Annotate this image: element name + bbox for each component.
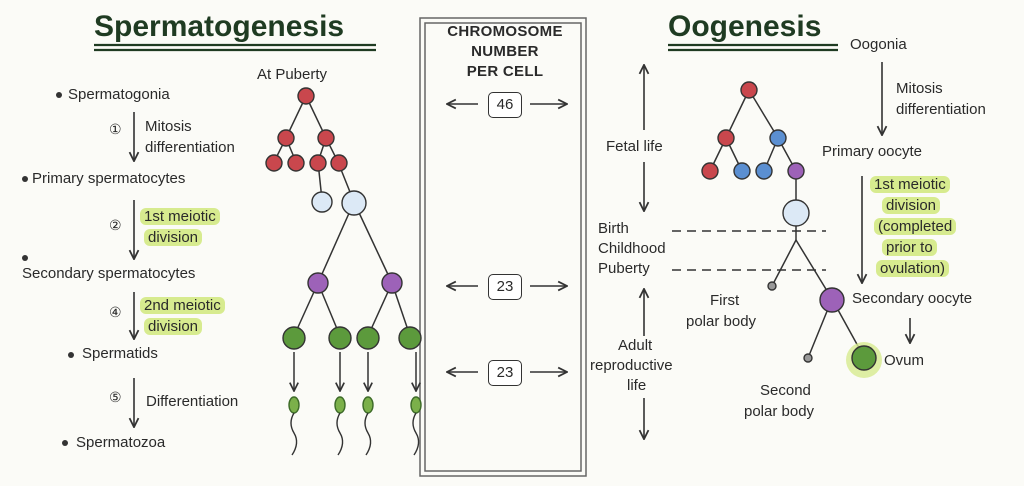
first-polar-line2: polar body (686, 313, 757, 330)
at-puberty-label: At Puberty (257, 66, 328, 83)
oo-meiotic-line3: (completed (874, 218, 957, 236)
step-5-line1: Differentiation (146, 393, 239, 410)
sperm-cell-spermatogonium-3 (309, 154, 327, 172)
step-number-5: ⑤ (109, 389, 122, 405)
spermatozoon-4-head (410, 396, 422, 414)
oo-cell-oogonium-l (717, 129, 735, 147)
oogenesis-title: Oogenesis (668, 10, 822, 43)
sperm-cell-spermatogonium-r (317, 129, 335, 147)
sperm-cell-spermatogonium (297, 87, 315, 105)
oo-cell-primary-oocyte (782, 199, 810, 227)
oo-cell-oogonium-4 (787, 162, 805, 180)
bullet-icon (68, 352, 74, 358)
oo-cell-oogonium-3 (755, 162, 773, 180)
sperm-cell-secondary-2 (381, 272, 403, 294)
oo-meiotic-line4: prior to (882, 239, 937, 257)
oo-mitosis-line1: Mitosis (896, 80, 943, 97)
chromosome-header-3: PER CELL (466, 63, 544, 80)
spermatozoa (288, 396, 422, 414)
timeline-birth: Birth (598, 220, 629, 237)
spermatozoon-1-head (288, 396, 300, 414)
oo-cell-second-polar-body (803, 353, 813, 363)
sperm-cell-spermatogonium-1 (265, 154, 283, 172)
chromosome-count-23-b: 23 (488, 360, 522, 386)
timeline-adult-line3: life (627, 377, 647, 394)
oo-cell-oogonium (740, 81, 758, 99)
oo-cell-oogonium-r (769, 129, 787, 147)
second-polar-line1: Second (760, 382, 811, 399)
stage-spermatids: Spermatids (82, 345, 158, 362)
sperm-tree-lines (273, 95, 411, 337)
bullet-icon (56, 92, 62, 98)
stage-primary-spermatocytes: Primary spermatocytes (32, 170, 186, 187)
timeline-fetal-life: Fetal life (606, 138, 663, 155)
sperm-cell-spermatogonium-l (277, 129, 295, 147)
step-4-line1: 2nd meiotic (140, 297, 225, 315)
stage-spermatogonia: Spermatogonia (68, 86, 170, 103)
chromosome-header-1: CHROMOSOME (447, 23, 563, 40)
step-number-4: ④ (109, 304, 122, 320)
timeline-dashes (672, 230, 826, 271)
bullet-icon (22, 176, 28, 182)
bullet-icon (22, 255, 28, 261)
oo-meiotic-line5: ovulation) (876, 260, 950, 278)
oo-meiotic-line1: 1st meiotic (870, 176, 950, 194)
oogonia-label: Oogonia (850, 36, 907, 53)
secondary-oocyte-label: Secondary oocyte (852, 290, 973, 307)
timeline-puberty: Puberty (598, 260, 650, 277)
oo-cell-oogonium-1 (701, 162, 719, 180)
sperm-cell-spermatid-4 (398, 326, 422, 350)
sperm-cell-spermatid-3 (356, 326, 380, 350)
sperm-cell-spermatid-2 (328, 326, 352, 350)
step-4-line2: division (144, 318, 203, 336)
oo-cell-ovum (851, 345, 877, 371)
oo-cell-secondary-oocyte (819, 287, 845, 313)
ovum-label: Ovum (884, 352, 925, 369)
sperm-cell-primary-1 (311, 191, 333, 213)
oo-meiotic-line2: division (882, 197, 941, 215)
stage-secondary-spermatocytes: Secondary spermatocytes (22, 265, 196, 282)
timeline-adult-line2: reproductive (590, 357, 673, 374)
sperm-cell-spermatid-1 (282, 326, 306, 350)
bullet-icon (62, 440, 68, 446)
chromosome-header-2: NUMBER (471, 43, 539, 60)
chromosome-count-46: 46 (488, 92, 522, 118)
spermatogenesis-title: Spermatogenesis (94, 10, 345, 43)
oo-mitosis-line2: differentiation (896, 101, 986, 118)
timeline-adult-line1: Adult (618, 337, 653, 354)
step-1-line2: differentiation (145, 139, 235, 156)
step-2-line1: 1st meiotic (140, 208, 220, 226)
primary-oocyte-label: Primary oocyte (822, 143, 923, 160)
sperm-cell-primary-2 (341, 190, 367, 216)
oo-step-arrows (862, 62, 910, 342)
spermatozoon-2-head (334, 396, 346, 414)
sperm-spermatid-arrows (294, 352, 416, 390)
step-number-2: ② (109, 217, 122, 233)
spermatozoon-3-head (362, 396, 374, 414)
title-underlines (94, 43, 838, 52)
first-polar-line1: First (710, 292, 740, 309)
chromosome-count-23-a: 23 (488, 274, 522, 300)
sperm-cell-secondary-1 (307, 272, 329, 294)
oo-cell-oogonium-2 (733, 162, 751, 180)
sperm-cell-spermatogonium-2 (287, 154, 305, 172)
spermatozoa-tails (290, 412, 420, 456)
step-1-line1: Mitosis (145, 118, 192, 135)
timeline-childhood: Childhood (598, 240, 666, 257)
center-frame (419, 17, 587, 477)
step-2-line2: division (144, 229, 203, 247)
step-number-1: ① (109, 121, 122, 137)
second-polar-line2: polar body (744, 403, 815, 420)
center-arrows (448, 104, 566, 372)
oo-cell-first-polar-body (767, 281, 777, 291)
sperm-cell-spermatogonium-4 (330, 154, 348, 172)
stage-spermatozoa: Spermatozoa (76, 434, 166, 451)
